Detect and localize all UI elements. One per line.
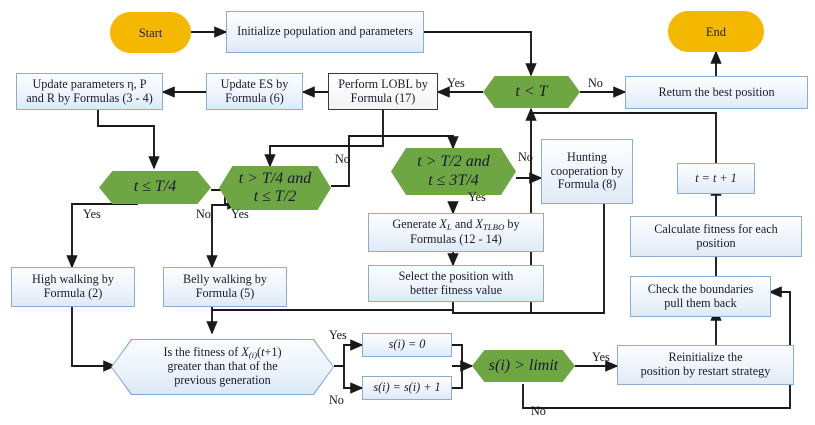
- decision-stall-limit[interactable]: s(i) > limit: [472, 350, 575, 382]
- calculate-fitness-line1: Calculate fitness for each: [654, 221, 778, 236]
- high-walking-process[interactable]: High walking by Formula (2): [11, 267, 135, 307]
- increment-t-process[interactable]: t = t + 1: [677, 163, 755, 194]
- generate-line1: Generate XL and XTLBO by: [392, 217, 520, 233]
- fitness-question-line1: Is the fitness of X(i)(t+1): [163, 345, 282, 361]
- return-best-position-process[interactable]: Return the best position: [625, 76, 808, 109]
- perform-lobl-process[interactable]: Perform LOBL by Formula (17): [328, 73, 438, 110]
- edge-label-no-t-gt-T4: No: [335, 152, 350, 166]
- reinitialize-line2: position by restart strategy: [640, 364, 771, 378]
- calculate-fitness-line2: position: [696, 235, 736, 250]
- decision-t-lt-T-label: t < T: [515, 82, 548, 100]
- edge-label-no-limit: No: [531, 404, 546, 418]
- update-es-line1: Update ES by: [220, 76, 289, 91]
- edge-label-no-t-lt-T: No: [588, 76, 603, 90]
- reinitialize-line1: Reinitialize the: [668, 350, 743, 365]
- increment-stall-counter-process[interactable]: s(i) = s(i) + 1: [362, 376, 452, 400]
- end-label: End: [705, 24, 727, 39]
- belly-walking-line1: Belly walking by: [183, 272, 267, 287]
- decision-stall-limit-label: s(i) > limit: [488, 356, 559, 374]
- update-parameters-line2: and R by Formulas (3 - 4): [26, 90, 153, 105]
- decision-t-gt-T2-line1: t > T/2 and: [417, 153, 490, 171]
- edge-label-yes-t-gt-T2: Yes: [468, 190, 486, 204]
- check-boundaries-process[interactable]: Check the boundaries pull them back: [630, 276, 771, 317]
- return-best-label: Return the best position: [658, 84, 775, 99]
- edge-label-yes-t-le-T4: Yes: [83, 207, 101, 221]
- generate-candidates-process[interactable]: Generate XL and XTLBO by Formulas (12 - …: [368, 213, 544, 252]
- belly-walking-process[interactable]: Belly walking by Formula (5): [163, 267, 287, 307]
- update-es-process[interactable]: Update ES by Formula (6): [206, 73, 303, 110]
- end-terminator[interactable]: End: [668, 11, 764, 52]
- decision-fitness-comparison[interactable]: Is the fitness of X(i)(t+1) greater than…: [111, 339, 334, 395]
- belly-walking-line2: Formula (5): [195, 286, 255, 300]
- initialize-label: Initialize population and parameters: [237, 24, 413, 39]
- calculate-fitness-process[interactable]: Calculate fitness for each position: [630, 216, 802, 257]
- edge-label-no-t-gt-T2: No: [518, 150, 533, 164]
- decision-t-le-T4-label: t ≤ T/4: [133, 178, 177, 196]
- decision-t-gt-T4-line1: t > T/4 and: [238, 169, 312, 187]
- edge-label-yes-t-lt-T: Yes: [447, 76, 465, 90]
- perform-lobl-line2: Formula (17): [350, 90, 416, 105]
- select-position-line2: better fitness value: [409, 282, 503, 297]
- edge-label-no-t-le-T4: No: [196, 207, 211, 221]
- edge-label-no-fitness: No: [329, 393, 344, 407]
- high-walking-line1: High walking by: [32, 272, 114, 287]
- increment-t-label: t = t + 1: [695, 170, 737, 185]
- update-es-line2: Formula (6): [225, 90, 284, 105]
- reinitialize-process[interactable]: Reinitialize the position by restart str…: [617, 345, 794, 385]
- hunting-line2: cooperation by: [550, 163, 624, 178]
- decision-t-lt-T[interactable]: t < T: [483, 76, 580, 108]
- check-boundaries-line2: pull them back: [664, 295, 737, 310]
- update-parameters-line1: Update parameters η, P: [32, 76, 147, 91]
- check-boundaries-line1: Check the boundaries: [647, 281, 754, 296]
- update-parameters-process[interactable]: Update parameters η, P and R by Formulas…: [16, 73, 163, 110]
- decision-t-le-T4[interactable]: t ≤ T/4: [99, 171, 211, 204]
- decision-t-gt-T4[interactable]: t > T/4 and t ≤ T/2: [219, 166, 331, 210]
- reset-stall-counter-process[interactable]: s(i) = 0: [362, 333, 452, 357]
- high-walking-line2: Formula (2): [43, 286, 103, 300]
- initialize-process[interactable]: Initialize population and parameters: [226, 11, 424, 53]
- hunting-cooperation-process[interactable]: Hunting cooperation by Formula (8): [541, 139, 633, 204]
- generate-line2: Formulas (12 - 14): [410, 232, 502, 247]
- fitness-question-line2: greater than that of the: [167, 359, 278, 374]
- hunting-line1: Hunting: [567, 150, 607, 165]
- edge-label-yes-t-gt-T4: Yes: [231, 207, 249, 221]
- start-terminator[interactable]: Start: [110, 12, 191, 53]
- increment-stall-label: s(i) = s(i) + 1: [373, 380, 441, 395]
- edge-label-yes-fitness: Yes: [329, 328, 347, 342]
- fitness-question-line3: previous generation: [174, 373, 271, 388]
- decision-t-gt-T2-line2: t ≤ 3T/4: [428, 171, 479, 189]
- perform-lobl-line1: Perform LOBL by: [338, 76, 428, 91]
- hunting-line3: Formula (8): [557, 177, 617, 192]
- reset-stall-label: s(i) = 0: [388, 337, 426, 352]
- start-label: Start: [138, 25, 163, 40]
- decision-t-gt-T2[interactable]: t > T/2 and t ≤ 3T/4: [391, 148, 516, 195]
- decision-t-gt-T4-line2: t ≤ T/2: [253, 188, 297, 205]
- select-position-line1: Select the position with: [398, 268, 514, 283]
- edge-label-yes-limit: Yes: [592, 350, 610, 364]
- select-position-process[interactable]: Select the position with better fitness …: [368, 265, 544, 302]
